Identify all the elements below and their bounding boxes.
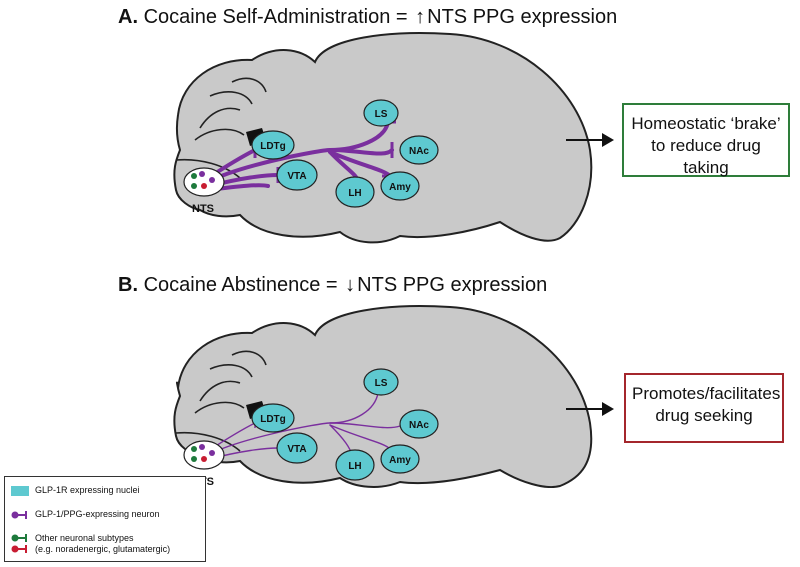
panel-a-outcome-line2: to reduce drug taking (651, 136, 761, 177)
panel-b-outcome-line1: Promotes/facilitates (632, 384, 781, 403)
nucleus-lh (335, 449, 375, 481)
legend-neuron-label: GLP-1/PPG-expressing neuron (35, 509, 160, 519)
increase-arrow-icon: ↑ (415, 6, 426, 28)
panel-a-title-post: NTS PPG expression (427, 6, 618, 28)
label-nts: NTS (192, 203, 214, 215)
nucleus-ldtg (251, 130, 295, 160)
panel-b-title: B. Cocaine Abstinence = ↓NTS PPG express… (118, 274, 547, 297)
nucleus-amy (380, 171, 420, 201)
nucleus-swatch (11, 485, 29, 496)
brain-outline (173, 32, 593, 244)
nucleus-ldtg (251, 403, 295, 433)
panel-a-brain-diagram: LDTg LS NAc VTA LH Amy NTS (173, 32, 614, 244)
nucleus-amy (380, 444, 420, 474)
legend-other-label-1: Other neuronal subtypes (35, 533, 134, 543)
label-ldtg: LDTg (260, 141, 286, 152)
panel-a-outcome-line1: Homeostatic ‘brake’ (631, 114, 781, 133)
nucleus-ls (363, 368, 399, 396)
panel-a-title: A. Cocaine Self-Administration = ↑NTS PP… (118, 6, 617, 29)
label-nac: NAc (409, 146, 429, 157)
nucleus-lh (335, 176, 375, 208)
panel-b-title-post: NTS PPG expression (357, 274, 548, 296)
legend-nuclei-label: GLP-1R expressing nuclei (35, 485, 140, 495)
legend-other-label-2: (e.g. noradenergic, glutamatergic) (35, 544, 171, 554)
label-ldtg: LDTg (260, 414, 286, 425)
label-vta: VTA (287, 171, 306, 182)
legend: GLP-1R expressing nuclei GLP-1/PPG-expre… (4, 476, 206, 562)
label-vta: VTA (287, 444, 306, 455)
nucleus-nac (399, 409, 439, 439)
panel-a-title-pre: Cocaine Self-Administration = (143, 6, 408, 28)
decrease-arrow-icon: ↓ (345, 274, 356, 296)
panel-b-title-pre: Cocaine Abstinence = (143, 274, 338, 296)
nucleus-vta (276, 159, 318, 191)
right-arrow-icon (602, 133, 614, 147)
nucleus-vta (276, 432, 318, 464)
label-nac: NAc (409, 420, 429, 431)
panel-b-brain-diagram: LDTg LS NAc VTA LH Amy NTS (173, 305, 614, 488)
label-lh: LH (348, 188, 361, 199)
panel-b-outcome-line2: drug seeking (655, 406, 753, 425)
panel-b-outcome-box: Promotes/facilitates drug seeking (624, 373, 784, 443)
nucleus-ls (363, 99, 399, 127)
panel-a-letter: A. (118, 6, 138, 28)
other-neuron-icon (11, 534, 27, 553)
right-arrow-icon (602, 402, 614, 416)
ppg-neuron-icon (11, 510, 27, 519)
panel-b-letter: B. (118, 274, 138, 296)
label-ls: LS (375, 109, 388, 120)
nucleus-nac (399, 135, 439, 165)
label-ls: LS (375, 378, 388, 389)
label-amy: Amy (389, 455, 411, 466)
panel-a-outcome-box: Homeostatic ‘brake’ to reduce drug takin… (622, 103, 790, 177)
label-lh: LH (348, 461, 361, 472)
label-amy: Amy (389, 182, 411, 193)
